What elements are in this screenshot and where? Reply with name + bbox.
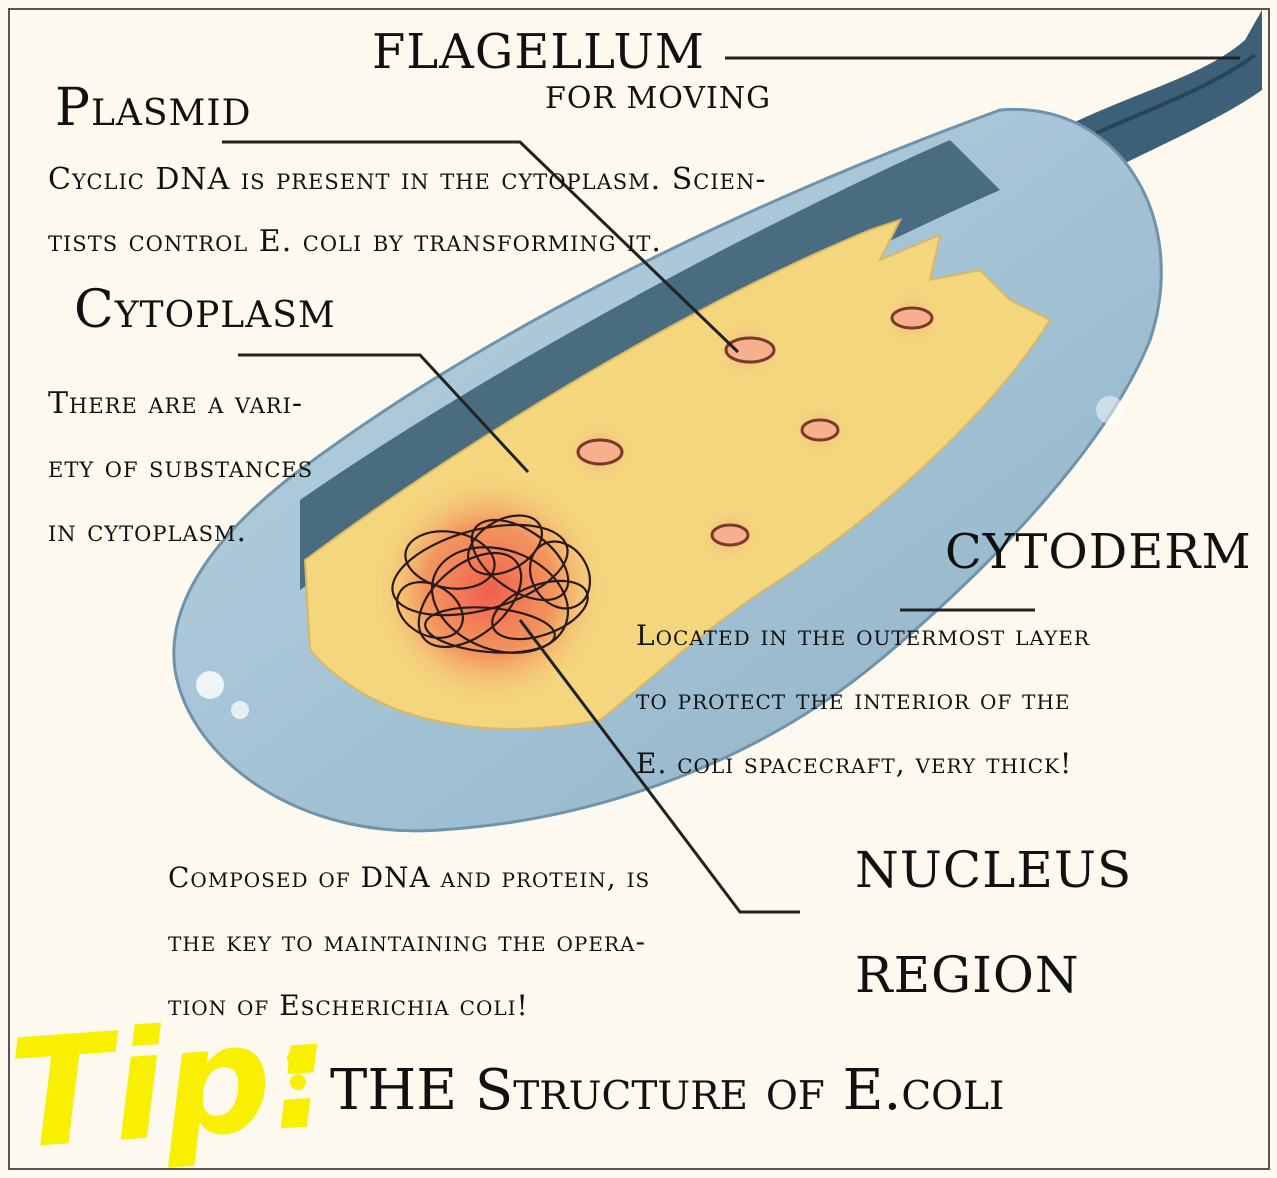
- cytoplasm-title: Cytoplasm: [74, 284, 336, 336]
- tip-prefix: Tip:: [5, 999, 336, 1171]
- cytoplasm-desc-line-3: in cytoplasm.: [48, 500, 247, 564]
- plasmid-desc-line-2: tists control E. coli by transforming it…: [48, 210, 662, 274]
- plasmid-4: [792, 402, 848, 458]
- cytoplasm-desc-line-1: There are a vari-: [48, 372, 303, 436]
- cytoderm-desc-line-3: E. coli spacecraft, very thick!: [636, 732, 1072, 796]
- nucleus-desc-line-2: the key to maintaining the opera-: [168, 910, 646, 974]
- nucleus-region: [370, 470, 610, 710]
- plasmid-1: [716, 318, 780, 382]
- cytoplasm-desc-line-2: ety of substances: [48, 436, 313, 500]
- cytoderm-title: CYTODERM: [945, 528, 1252, 576]
- nucleus-desc-line-1: Composed of DNA and protein, is: [168, 846, 650, 910]
- plasmid-2: [882, 288, 942, 348]
- plasmid-desc-line-1: Cyclic DNA is present in the cytoplasm. …: [48, 148, 767, 212]
- nucleus-title-line-1: NUCLEUS: [855, 845, 1132, 895]
- plasmid-5: [700, 505, 760, 565]
- nucleus-title-line-2: REGION: [855, 950, 1080, 1000]
- plasmid-title: Plasmid: [55, 82, 252, 134]
- cytoderm-desc-line-2: to protect the interior of the: [636, 668, 1071, 732]
- flagellum-desc: FOR MOVING: [545, 84, 771, 114]
- flagellum-title: FLAGELLUM: [372, 28, 705, 76]
- cytoderm-desc-line-1: Located in the outermost layer: [636, 604, 1090, 668]
- plasmid-3: [566, 418, 634, 486]
- diagram-title: THE Structure of E.coli: [330, 1063, 1004, 1119]
